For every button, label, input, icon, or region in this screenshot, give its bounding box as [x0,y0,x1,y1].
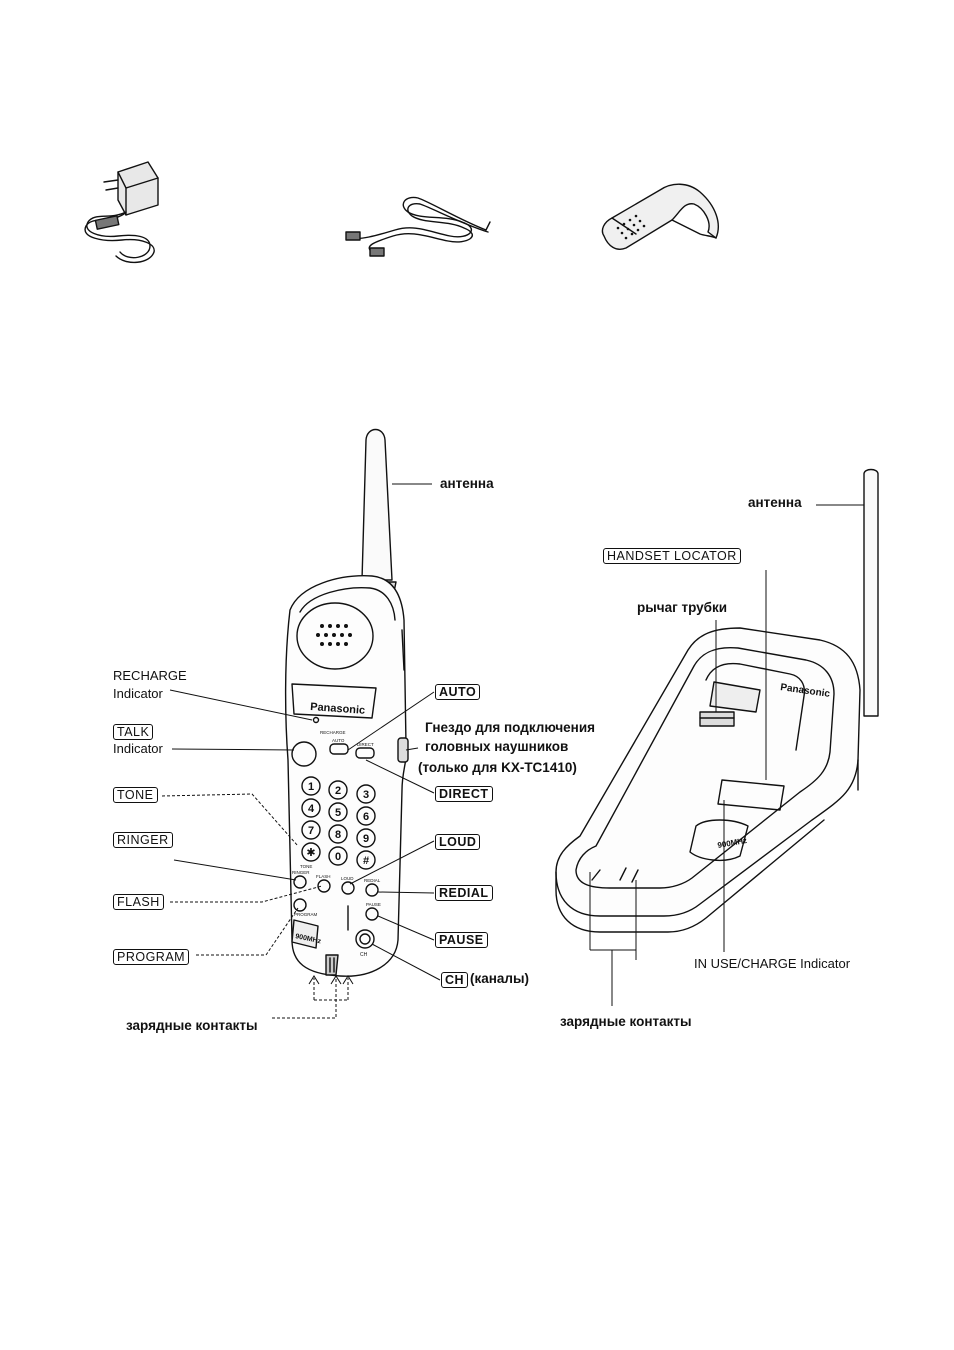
direct-key-label: DIRECT [435,786,493,802]
handset-face-pause: PAUSE [366,902,381,907]
ch-note-label: (каналы) [470,971,530,986]
key-digit: 6 [363,811,369,823]
recharge-indicator-label-line1: RECHARGE [113,668,187,683]
leader-lines [161,483,864,1019]
key-digit: 7 [308,825,314,837]
handset-face-ch: CH [360,952,368,958]
handset-charge-contacts-label: зарядные контакты [126,1018,258,1033]
headset-jack-label-line3: (только для KX-TC1410) [418,760,577,775]
handset-face-loud: LOUD [341,876,354,881]
handset-keypad-digits: 1 2 3 4 5 6 7 8 9 ✱ 0 # [306,781,369,867]
redial-key-label: REDIAL [435,885,493,901]
handset-locator-key-label: HANDSET LOCATOR [603,548,741,564]
handset-illustration [284,428,409,977]
device-print: Panasonic RECHARGE AUTO DIRECT RINGER FL… [292,682,831,958]
key-digit: 1 [308,781,314,793]
handset-face-direct: DIRECT [357,742,374,747]
handset-face-program: PROGRAM [294,912,318,917]
program-key-label: PROGRAM [113,949,190,965]
handset-face-auto: AUTO [332,738,345,743]
handset-face-ringer: RINGER [292,870,310,875]
ch-key-label: CH [441,972,469,988]
key-digit: ✱ [306,847,315,859]
ac-adapter-illustration [84,161,159,263]
handset-face-flash: FLASH [316,874,331,879]
handset-face-redial: REDIAL [364,878,381,883]
talk-key-label: TALK [113,724,154,740]
flash-key-label: FLASH [113,894,164,910]
base-charge-contacts-label: зарядные контакты [560,1014,692,1029]
headset-jack-label-line1: Гнездо для подключения [425,720,596,735]
key-digit: 9 [363,833,369,845]
belt-clip-illustration [601,183,719,250]
key-digit: 4 [308,803,315,815]
talk-indicator-label: Indicator [113,741,163,756]
handset-face-recharge: RECHARGE [320,730,346,735]
telephone-cord-illustration [345,196,491,257]
base-antenna-label: антенна [748,495,802,510]
key-digit: 2 [335,785,341,797]
hook-lever-label: рычаг трубки [637,600,728,615]
headset-jack-label-line2: головных наушников [425,739,569,754]
handset-brand: Panasonic [310,701,366,717]
recharge-indicator-label-line2: Indicator [113,686,163,701]
loud-key-label: LOUD [435,834,481,850]
base-unit-illustration [555,468,879,933]
ringer-key-label: RINGER [113,832,173,848]
handset-face-tone: TONE [300,864,312,869]
in-use-charge-indicator-label: IN USE/CHARGE Indicator [694,956,851,971]
key-digit: 5 [335,807,341,819]
key-digit: # [363,855,369,867]
handset-keypad [301,776,376,870]
key-digit: 3 [363,789,369,801]
handset-antenna-label: антенна [440,476,494,491]
key-digit: 0 [335,851,341,863]
pause-key-label: PAUSE [435,932,488,948]
auto-key-label: AUTO [435,684,481,700]
key-digit: 8 [335,829,341,841]
tone-key-label: TONE [113,787,158,803]
